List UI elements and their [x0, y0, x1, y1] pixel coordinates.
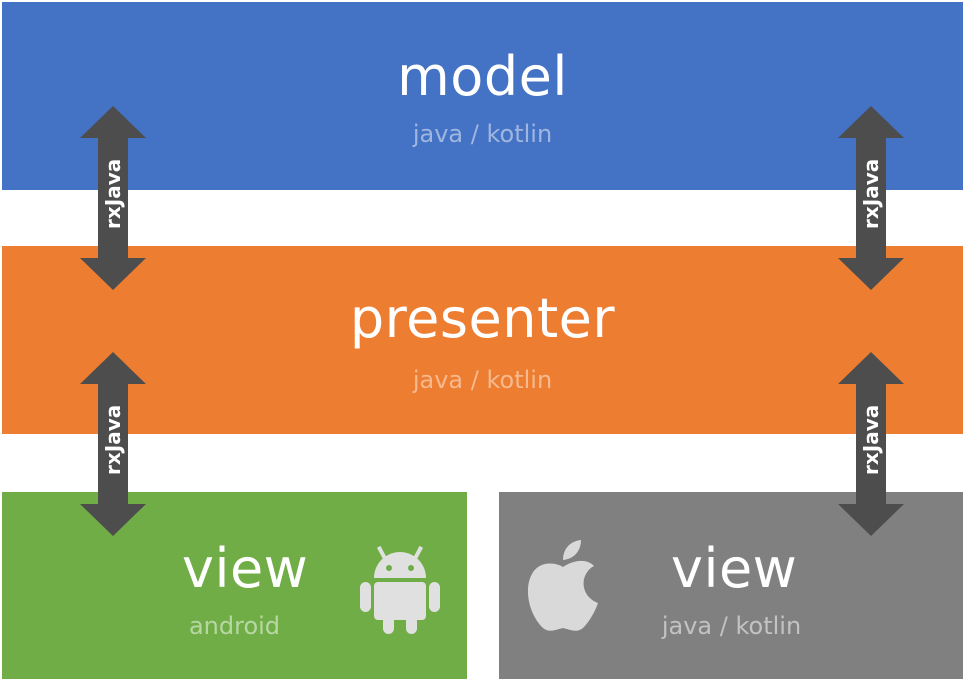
view-android-title: view [182, 537, 309, 600]
double-arrow-model-presenter-right [838, 106, 904, 290]
double-arrow-presenter-view-left [80, 352, 146, 536]
view-ios-title: view [671, 537, 798, 600]
model-subtitle: java / kotlin [412, 120, 553, 148]
rxjava-label-presenter-view-right: rxJava [859, 404, 883, 475]
view-android-layer: view android [2, 492, 467, 679]
double-arrow-presenter-view-right [838, 352, 904, 536]
view-ios-layer: view java / kotlin [499, 492, 963, 679]
rxjava-label-presenter-view-left: rxJava [101, 404, 125, 475]
model-title: model [397, 45, 568, 108]
presenter-title: presenter [349, 287, 616, 350]
apple-logo-icon [527, 540, 598, 631]
view-ios-subtitle: java / kotlin [661, 612, 802, 640]
rxjava-label-model-presenter-left: rxJava [101, 158, 125, 229]
double-arrow-model-presenter-left [80, 106, 146, 290]
rxjava-label-model-presenter-right: rxJava [859, 158, 883, 229]
android-robot-icon [360, 545, 440, 634]
presenter-subtitle: java / kotlin [412, 366, 553, 394]
model-layer: model java / kotlin [2, 2, 963, 190]
presenter-layer: presenter java / kotlin [2, 246, 963, 434]
view-android-subtitle: android [188, 612, 281, 640]
